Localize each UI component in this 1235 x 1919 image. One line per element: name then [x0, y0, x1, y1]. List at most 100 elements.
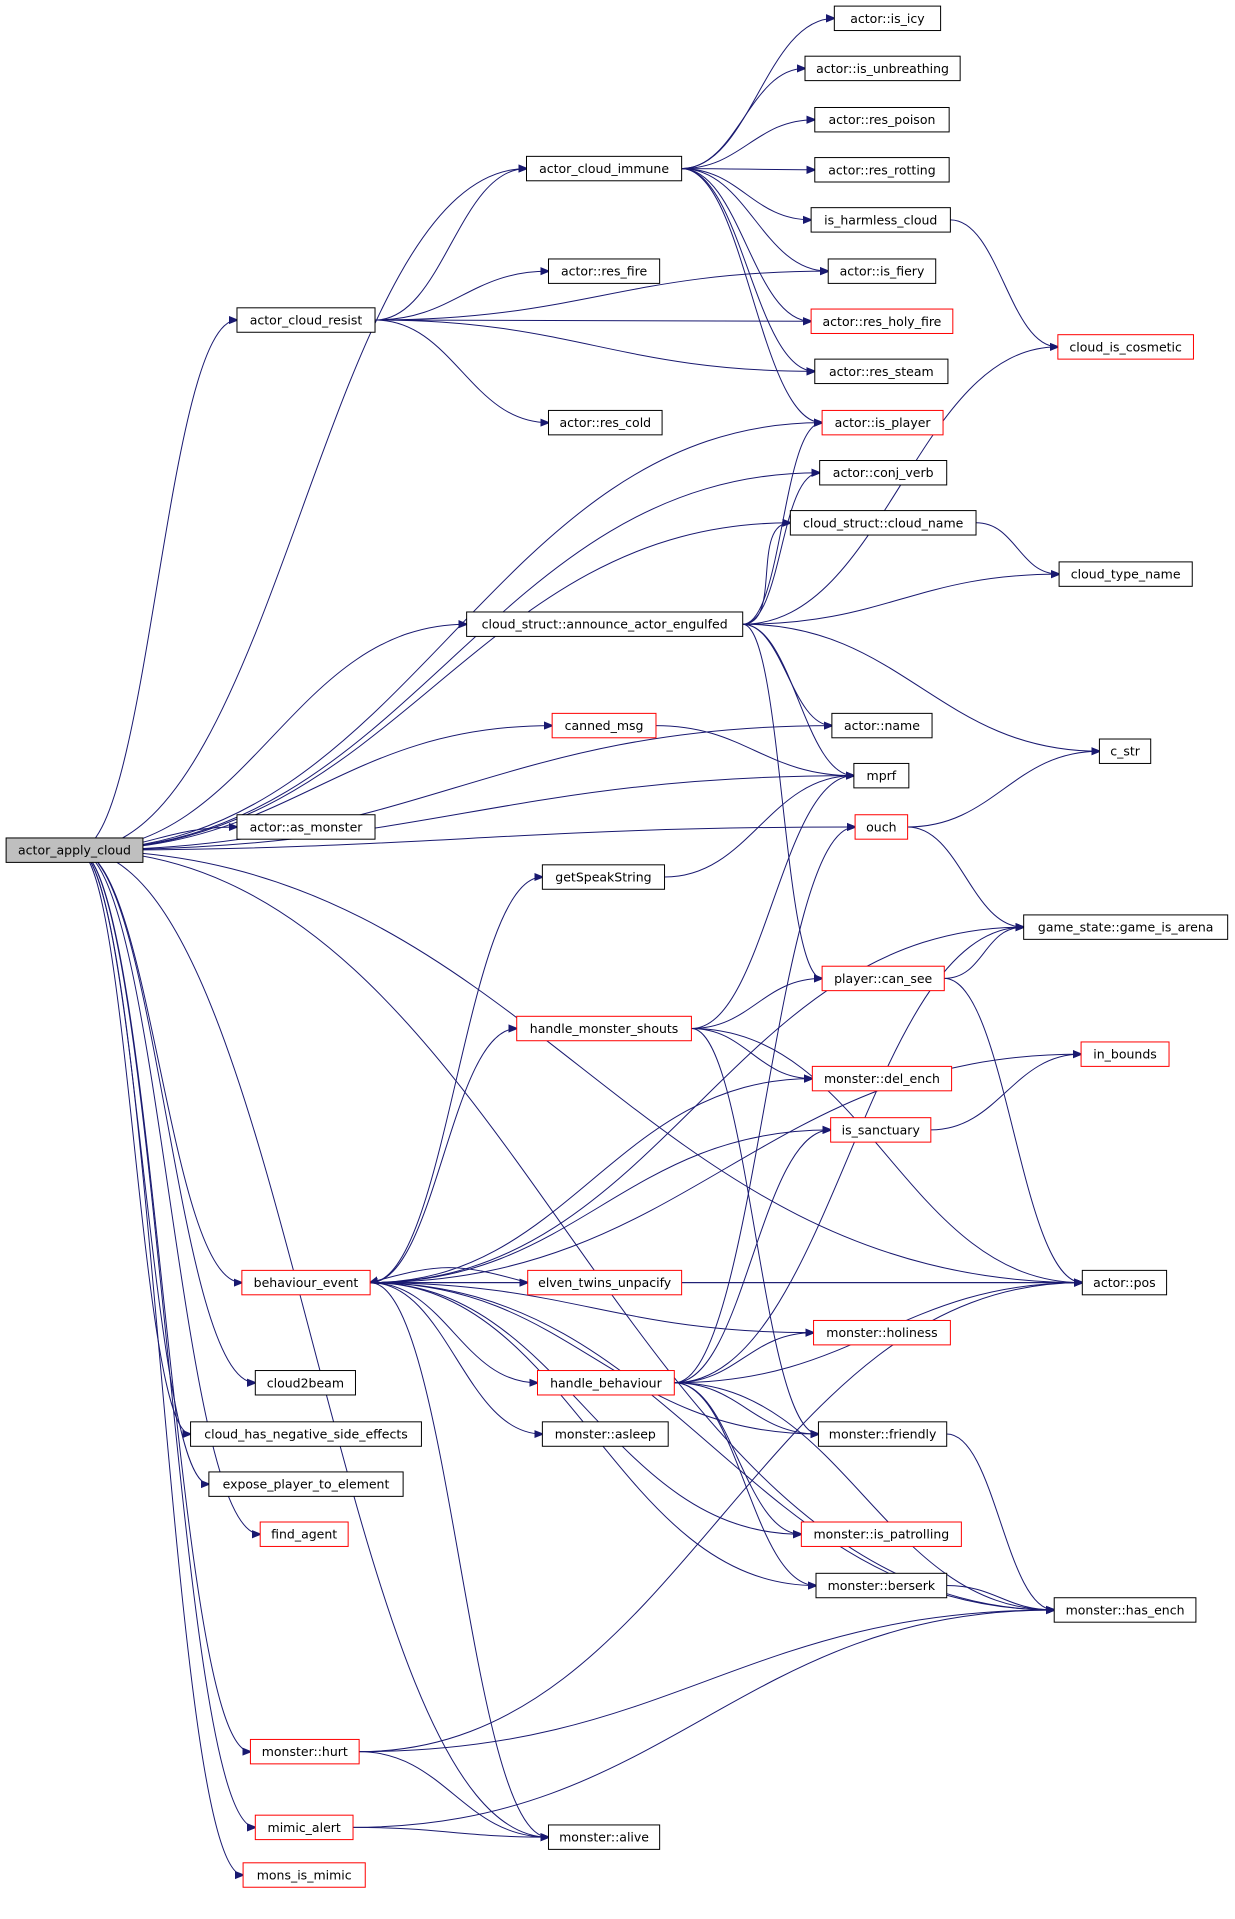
node-box-actor_is_icy[interactable] [833, 5, 942, 32]
node-box-cloud_has_negative_side_effects[interactable] [190, 1421, 422, 1447]
node-box-actor_as_monster[interactable] [236, 814, 376, 840]
node-actor_pos[interactable]: actor::pos [1081, 1269, 1168, 1296]
node-canned_msg[interactable]: canned_msg [551, 712, 657, 739]
node-box-actor_is_unbreathing[interactable] [804, 55, 961, 82]
node-actor_res_poison[interactable]: actor::res_poison [814, 106, 950, 133]
node-box-monster_asleep[interactable] [541, 1421, 669, 1447]
node-mprf[interactable]: mprf [853, 762, 910, 789]
node-monster_has_ench[interactable]: monster::has_ench [1053, 1597, 1197, 1623]
node-box-mimic_alert[interactable] [254, 1814, 354, 1841]
node-expose_player_to_element[interactable]: expose_player_to_element [208, 1471, 404, 1497]
node-actor_name[interactable]: actor::name [831, 712, 933, 739]
node-monster_del_ench[interactable]: monster::del_ench [811, 1065, 953, 1092]
node-box-elven_twins_unpacify[interactable] [527, 1269, 683, 1296]
node-box-actor_res_fire[interactable] [547, 258, 661, 284]
node-actor_is_icy[interactable]: actor::is_icy [833, 5, 942, 32]
node-box-game_state_game_is_arena[interactable] [1023, 914, 1229, 940]
node-find_agent[interactable]: find_agent [259, 1521, 349, 1547]
node-handle_behaviour[interactable]: handle_behaviour [536, 1370, 675, 1396]
node-box-canned_msg[interactable] [551, 712, 657, 739]
node-game_state_game_is_arena[interactable]: game_state::game_is_arena [1023, 914, 1229, 940]
node-box-actor_res_poison[interactable] [814, 106, 950, 133]
node-actor_is_player[interactable]: actor::is_player [821, 409, 944, 436]
node-ouch[interactable]: ouch [854, 814, 909, 840]
node-box-monster_has_ench[interactable] [1053, 1597, 1197, 1623]
node-cloud2beam[interactable]: cloud2beam [254, 1370, 356, 1396]
node-box-cloud_type_name[interactable] [1058, 561, 1193, 587]
node-actor_conj_verb[interactable]: actor::conj_verb [819, 460, 948, 486]
node-box-actor_is_player[interactable] [821, 409, 944, 436]
node-box-handle_behaviour[interactable] [536, 1370, 675, 1396]
node-box-monster_is_patrolling[interactable] [800, 1521, 962, 1547]
node-monster_friendly[interactable]: monster::friendly [817, 1421, 948, 1447]
node-box-mons_is_mimic[interactable] [242, 1862, 366, 1888]
node-actor_as_monster[interactable]: actor::as_monster [236, 814, 376, 840]
node-cloud_is_cosmetic[interactable]: cloud_is_cosmetic [1057, 334, 1194, 360]
node-actor_res_steam[interactable]: actor::res_steam [814, 358, 949, 385]
node-box-actor_apply_cloud[interactable] [5, 837, 144, 863]
node-cloud_has_negative_side_effects[interactable]: cloud_has_negative_side_effects [190, 1421, 422, 1447]
node-mimic_alert[interactable]: mimic_alert [254, 1814, 354, 1841]
node-box-cloud_struct_announce_actor_engulfed[interactable] [466, 611, 744, 637]
node-in_bounds[interactable]: in_bounds [1080, 1041, 1170, 1067]
node-handle_monster_shouts[interactable]: handle_monster_shouts [516, 1015, 692, 1042]
node-box-monster_friendly[interactable] [817, 1421, 948, 1447]
node-actor_res_rotting[interactable]: actor::res_rotting [814, 157, 950, 183]
node-is_harmless_cloud[interactable]: is_harmless_cloud [810, 207, 951, 233]
node-box-actor_cloud_immune[interactable] [525, 155, 683, 182]
node-box-actor_res_holy_fire[interactable] [810, 308, 954, 334]
node-monster_alive[interactable]: monster::alive [547, 1824, 661, 1850]
node-is_sanctuary[interactable]: is_sanctuary [830, 1117, 932, 1143]
node-box-is_sanctuary[interactable] [830, 1117, 932, 1143]
node-box-actor_pos[interactable] [1081, 1269, 1168, 1296]
node-monster_berserk[interactable]: monster::berserk [815, 1572, 948, 1599]
node-elven_twins_unpacify[interactable]: elven_twins_unpacify [527, 1269, 683, 1296]
node-actor_res_cold[interactable]: actor::res_cold [547, 409, 663, 436]
node-box-cloud_is_cosmetic[interactable] [1057, 334, 1194, 360]
node-cloud_type_name[interactable]: cloud_type_name [1058, 561, 1193, 587]
node-box-monster_holiness[interactable] [813, 1319, 951, 1346]
node-box-monster_del_ench[interactable] [811, 1065, 953, 1092]
node-box-actor_res_rotting[interactable] [814, 157, 950, 183]
node-box-behaviour_event[interactable] [241, 1269, 371, 1296]
node-box-cloud2beam[interactable] [254, 1370, 356, 1396]
node-monster_is_patrolling[interactable]: monster::is_patrolling [800, 1521, 962, 1547]
node-player_can_see[interactable]: player::can_see [821, 965, 945, 992]
node-actor_res_holy_fire[interactable]: actor::res_holy_fire [810, 308, 954, 334]
node-behaviour_event[interactable]: behaviour_event [241, 1269, 371, 1296]
node-box-actor_is_fiery[interactable] [827, 258, 937, 284]
node-actor_res_fire[interactable]: actor::res_fire [547, 258, 661, 284]
node-box-is_harmless_cloud[interactable] [810, 207, 951, 233]
node-box-actor_conj_verb[interactable] [819, 460, 948, 486]
node-actor_apply_cloud[interactable]: actor_apply_cloud [5, 837, 144, 863]
node-c_str[interactable]: c_str [1098, 738, 1152, 764]
node-box-monster_hurt[interactable] [249, 1738, 360, 1765]
node-monster_hurt[interactable]: monster::hurt [249, 1738, 360, 1765]
node-box-cloud_struct_cloud_name[interactable] [789, 510, 977, 536]
node-box-actor_res_steam[interactable] [814, 358, 949, 385]
node-getSpeakString[interactable]: getSpeakString [541, 864, 666, 890]
node-monster_holiness[interactable]: monster::holiness [813, 1319, 951, 1346]
node-monster_asleep[interactable]: monster::asleep [541, 1421, 669, 1447]
node-actor_is_unbreathing[interactable]: actor::is_unbreathing [804, 55, 961, 82]
node-box-actor_cloud_resist[interactable] [236, 307, 376, 333]
node-box-actor_name[interactable] [831, 712, 933, 739]
node-box-find_agent[interactable] [259, 1521, 349, 1547]
node-box-actor_res_cold[interactable] [547, 409, 663, 436]
node-cloud_struct_announce_actor_engulfed[interactable]: cloud_struct::announce_actor_engulfed [466, 611, 744, 637]
node-mons_is_mimic[interactable]: mons_is_mimic [242, 1862, 366, 1888]
node-box-handle_monster_shouts[interactable] [516, 1015, 692, 1042]
node-box-getSpeakString[interactable] [541, 864, 666, 890]
node-cloud_struct_cloud_name[interactable]: cloud_struct::cloud_name [789, 510, 977, 536]
node-box-in_bounds[interactable] [1080, 1041, 1170, 1067]
node-actor_cloud_immune[interactable]: actor_cloud_immune [525, 155, 683, 182]
node-actor_is_fiery[interactable]: actor::is_fiery [827, 258, 937, 284]
node-actor_cloud_resist[interactable]: actor_cloud_resist [236, 307, 376, 333]
node-box-mprf[interactable] [853, 762, 910, 789]
node-box-c_str[interactable] [1098, 738, 1152, 764]
node-box-player_can_see[interactable] [821, 965, 945, 992]
node-box-monster_berserk[interactable] [815, 1572, 948, 1599]
node-box-monster_alive[interactable] [547, 1824, 661, 1850]
node-box-expose_player_to_element[interactable] [208, 1471, 404, 1497]
node-box-ouch[interactable] [854, 814, 909, 840]
